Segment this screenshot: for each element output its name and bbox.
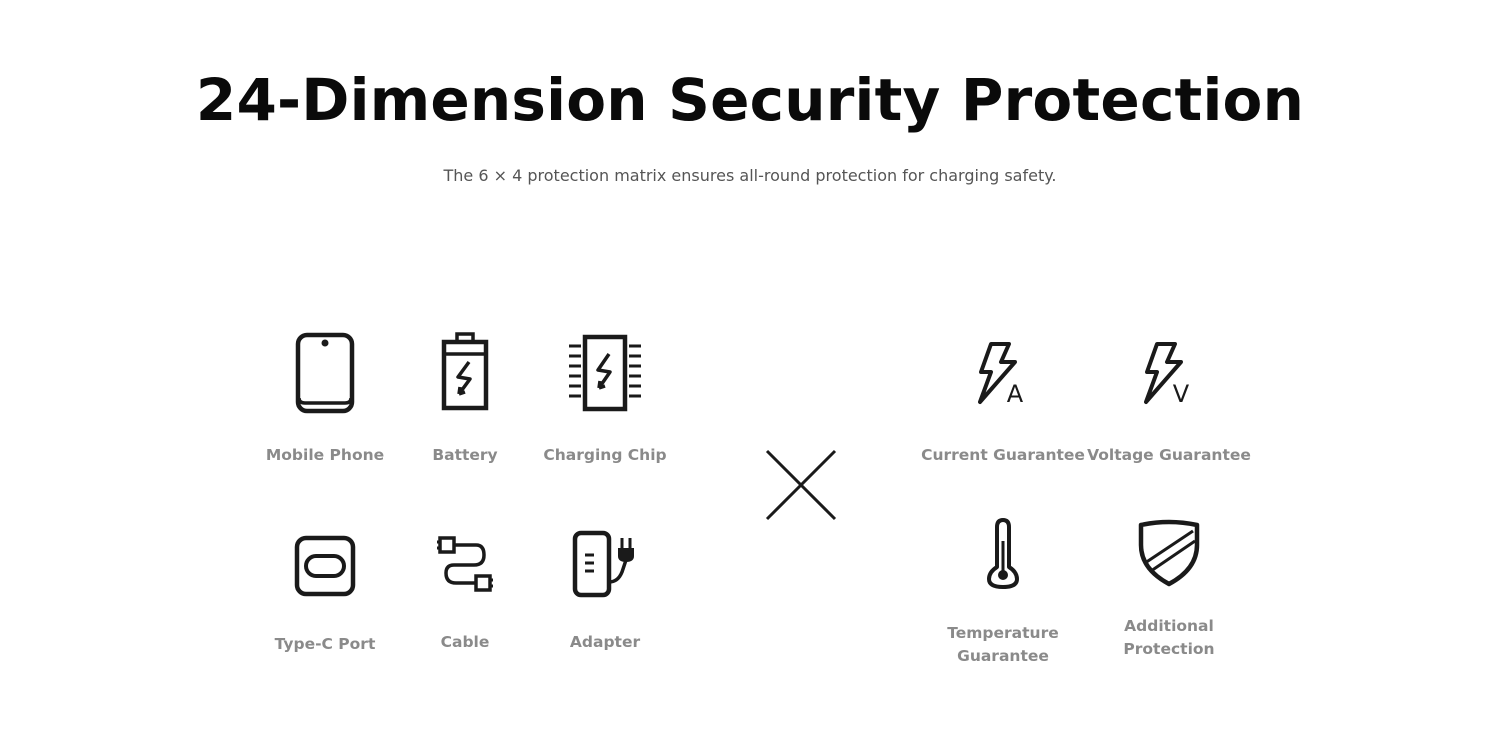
- component-type-c-port: Type-C Port: [235, 535, 415, 656]
- page-subtitle: The 6 × 4 protection matrix ensures all-…: [443, 166, 1057, 185]
- guarantee-temperature: Temperature Guarantee: [913, 517, 1093, 668]
- guarantee-label: Additional Protection: [1123, 617, 1215, 658]
- component-label: Cable: [440, 633, 490, 651]
- component-charging-chip: Charging Chip: [515, 332, 695, 467]
- component-label: Mobile Phone: [265, 446, 385, 464]
- current-bolt-icon: A: [978, 342, 1024, 406]
- guarantee-label: Current Guarantee: [921, 446, 1085, 464]
- component-label: Type-C Port: [274, 635, 376, 653]
- mobile-phone-icon: [295, 332, 355, 414]
- component-label: Adapter: [569, 633, 641, 651]
- component-cable: Cable: [375, 533, 555, 654]
- adapter-icon: [572, 530, 634, 598]
- component-mobile-phone: Mobile Phone: [235, 332, 415, 467]
- guarantee-additional: Additional Protection: [1079, 519, 1259, 661]
- shield-icon: [1138, 519, 1200, 587]
- current-mark: A: [1007, 380, 1024, 406]
- guarantee-label: Voltage Guarantee: [1087, 446, 1251, 464]
- thermometer-icon: [987, 518, 1019, 589]
- component-battery: Battery: [375, 332, 555, 467]
- component-label: Charging Chip: [543, 446, 667, 464]
- guarantee-voltage: V Voltage Guarantee: [1079, 340, 1259, 467]
- battery-icon: [441, 332, 489, 411]
- voltage-mark: V: [1173, 380, 1190, 406]
- type-c-port-icon: [294, 535, 356, 597]
- guarantee-label: Temperature Guarantee: [947, 624, 1059, 665]
- page-title: 24-Dimension Security Protection: [195, 66, 1305, 134]
- guarantee-current: A Current Guarantee: [913, 340, 1093, 467]
- voltage-bolt-icon: V: [1144, 342, 1190, 406]
- charging-chip-icon: [569, 334, 641, 412]
- component-label: Battery: [432, 446, 498, 464]
- component-adapter: Adapter: [515, 530, 695, 654]
- multiply-icon: [765, 449, 837, 521]
- cable-icon: [437, 536, 493, 592]
